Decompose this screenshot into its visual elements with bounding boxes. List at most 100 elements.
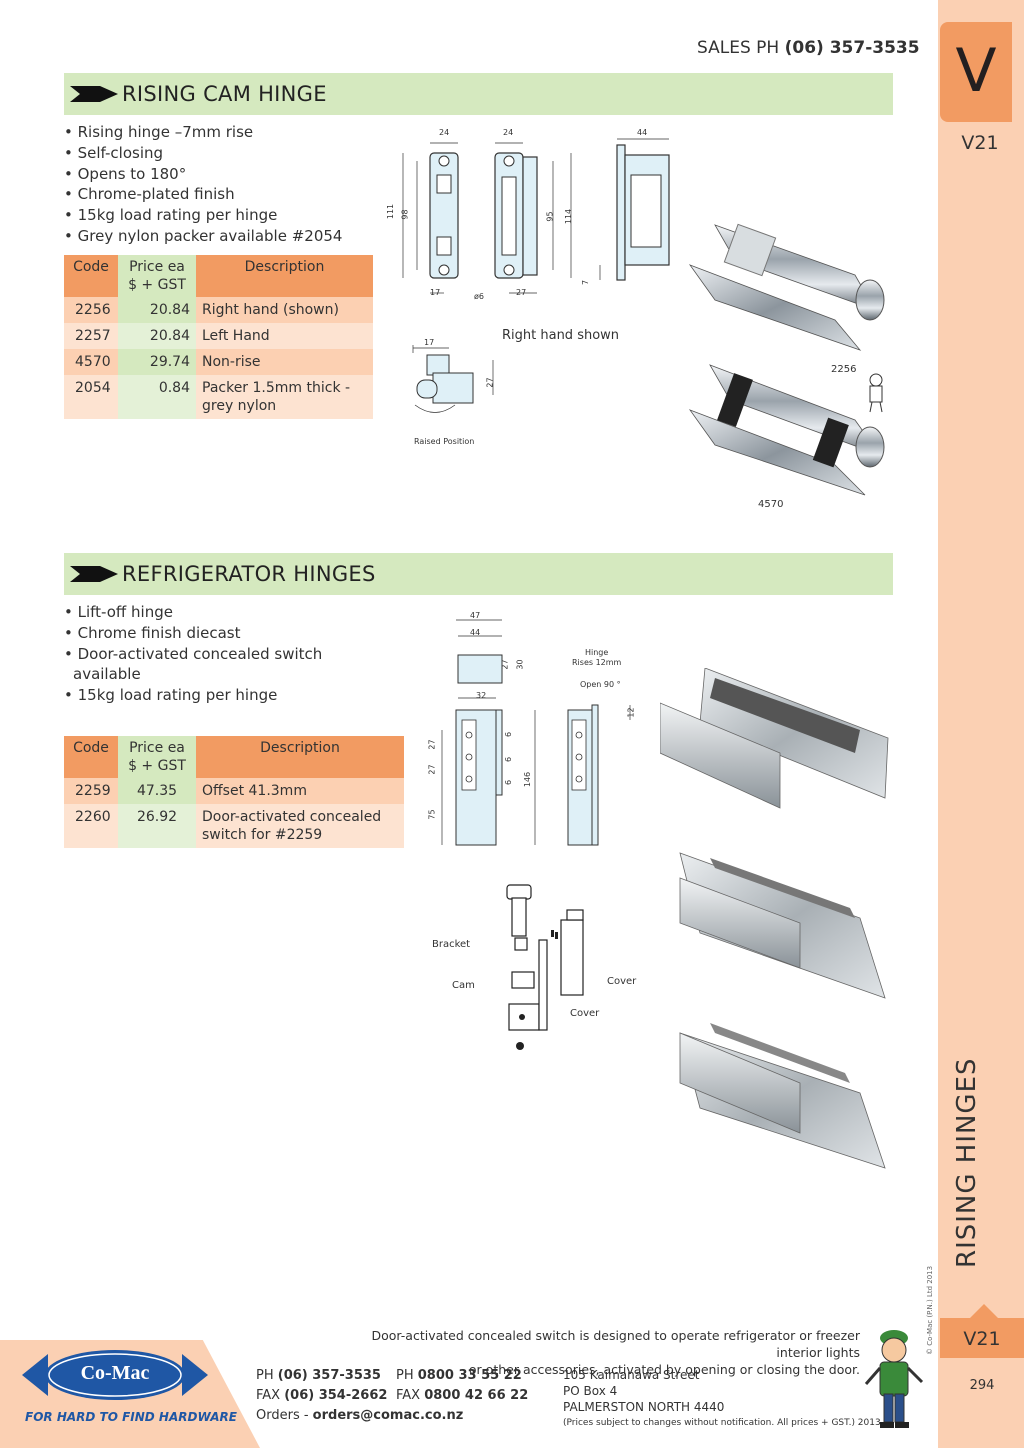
code-cell: 2256 [64,297,118,323]
section-title: REFRIGERATOR HINGES [122,562,376,586]
table-row: 2259 47.35 Offset 41.3mm [64,778,404,804]
rising-cam-price-table: Code Price ea $ + GST Description 2256 2… [64,255,373,419]
comac-logo [22,1350,208,1400]
dimension-label: 17 [424,338,435,347]
description-cell: Left Hand [196,323,373,349]
price-cell: 20.84 [118,323,196,349]
refrigerator-price-table: Code Price ea $ + GST Description 2259 4… [64,736,404,848]
description-cell: Right hand (shown) [196,297,373,323]
feature-item: Opens to 180° [64,164,342,185]
column-header: Price ea $ + GST [118,736,196,778]
table-header-row: Code Price ea $ + GST Description [64,255,373,297]
column-header: Description [196,255,373,297]
feature-item: Door-activated concealed switch availabl… [64,644,322,686]
refrigerator-technical-drawing [441,619,631,846]
dimension-label: 7 [581,279,591,286]
dimension-label: 17 [430,288,441,297]
price-cell: 47.35 [118,778,196,804]
freephone-line: PH 0800 33 55 22 [396,1368,522,1383]
section-code: V21 [961,132,999,154]
raised-position-caption: Raised Position [414,437,475,446]
dimension-label: 30 [515,659,525,670]
feature-item: Self-closing [64,143,342,164]
mascot-icon [864,1330,924,1428]
dimension-label: 12 [626,707,636,718]
exploded-view-drawing [506,884,584,1050]
dimension-label: 114 [564,208,574,225]
dimension-label: 27 [485,377,495,388]
side-tab-head [940,22,1012,122]
description-cell: Packer 1.5mm thick - grey nylon [196,375,373,419]
dimension-label: 6 [504,756,514,763]
rising-cam-technical-drawing: 24 24 44 [402,128,670,294]
column-header: Code [64,736,118,778]
dimension-label: 6 [504,779,514,786]
dimension-label: 75 [427,809,437,820]
phone-line: PH (06) 357-3535 [256,1368,381,1383]
refrigerator-features: Lift-off hinge Chrome finish diecast Doo… [64,602,322,706]
section-letter: V [955,36,997,106]
feature-item: Chrome finish diecast [64,623,322,644]
table-row: 2054 0.84 Packer 1.5mm thick - grey nylo… [64,375,373,419]
address-line: PALMERSTON NORTH 4440 [563,1400,725,1414]
dimension-label: 27 [500,659,510,670]
description-cell: Door-activated concealed switch for #225… [196,804,404,848]
refrigerator-header: REFRIGERATOR HINGES [64,553,893,595]
part-label-cam: Cam [452,980,475,991]
feature-item: Grey nylon packer available #2054 [64,226,343,247]
rising-cam-header: RISING CAM HINGE [64,73,893,115]
sales-phone: SALES PH (06) 357-3535 [697,38,920,58]
dimension-label: 111 [386,203,396,220]
logo-text: Co-Mac [80,1362,150,1384]
dimension-label: 47 [470,611,481,620]
code-cell: 2259 [64,778,118,804]
contact-column: PH (06) 357-3535 FAX (06) 354-2662 Order… [256,1366,463,1426]
hinge-note: Hinge [585,648,609,657]
price-cell: 20.84 [118,297,196,323]
section-title-vertical: RISING HINGES [952,1057,982,1268]
table-row: 2256 20.84 Right hand (shown) [64,297,373,323]
copyright: © Co-Mac (P.N.) Ltd 2013 [926,1265,934,1355]
table-row: 2260 26.92 Door-activated concealed swit… [64,804,404,848]
orders-line: Orders - orders@comac.co.nz [256,1408,464,1423]
hinge-photo [688,223,885,496]
tagline: FOR HARD TO FIND HARDWARE [25,1410,237,1424]
footer-note: Door-activated concealed switch is desig… [330,1327,860,1378]
freefax-line: FAX 0800 42 66 22 [396,1388,529,1403]
price-cell: 29.74 [118,349,196,375]
dimension-label: 32 [476,691,487,700]
photo-label: 4570 [758,499,784,510]
dimension-label: 95 [545,211,555,222]
dimension-label: 6 [504,731,514,738]
mascot-small-icon [869,373,883,413]
dimension-label: ø6 [474,292,484,301]
side-tab [938,0,1024,1448]
section-code-bottom: V21 [963,1328,1001,1350]
feature-item: Lift-off hinge [64,602,322,623]
dimension-label: 44 [470,628,481,637]
part-label-cover: Cover [570,1008,600,1019]
address-line: PO Box 4 [563,1384,618,1398]
open-note: Open 90 ° [580,680,621,689]
dimension-label: 146 [523,771,533,788]
table-row: 4570 29.74 Non-rise [64,349,373,375]
code-cell: 4570 [64,349,118,375]
feature-item: Chrome-plated finish [64,184,342,205]
footer-note-line: Door-activated concealed switch is desig… [371,1328,860,1360]
description-cell: Offset 41.3mm [196,778,404,804]
page-number: 294 [969,1378,995,1393]
dimension-label: 98 [400,209,410,220]
dimension-label: 27 [427,739,437,750]
photo-label: 2256 [831,364,857,375]
raised-position-drawing [412,345,494,413]
arrow-icon [70,86,118,102]
code-cell: 2257 [64,323,118,349]
dimension-label: 27 [516,288,527,297]
side-tab-foot [940,1318,1024,1358]
column-header: Description [196,736,404,778]
table-row: 2257 20.84 Left Hand [64,323,373,349]
price-cell: 0.84 [118,375,196,419]
svg-text:44: 44 [637,128,647,137]
svg-text:24: 24 [503,128,513,137]
fax-line: FAX (06) 354-2662 [256,1388,388,1403]
